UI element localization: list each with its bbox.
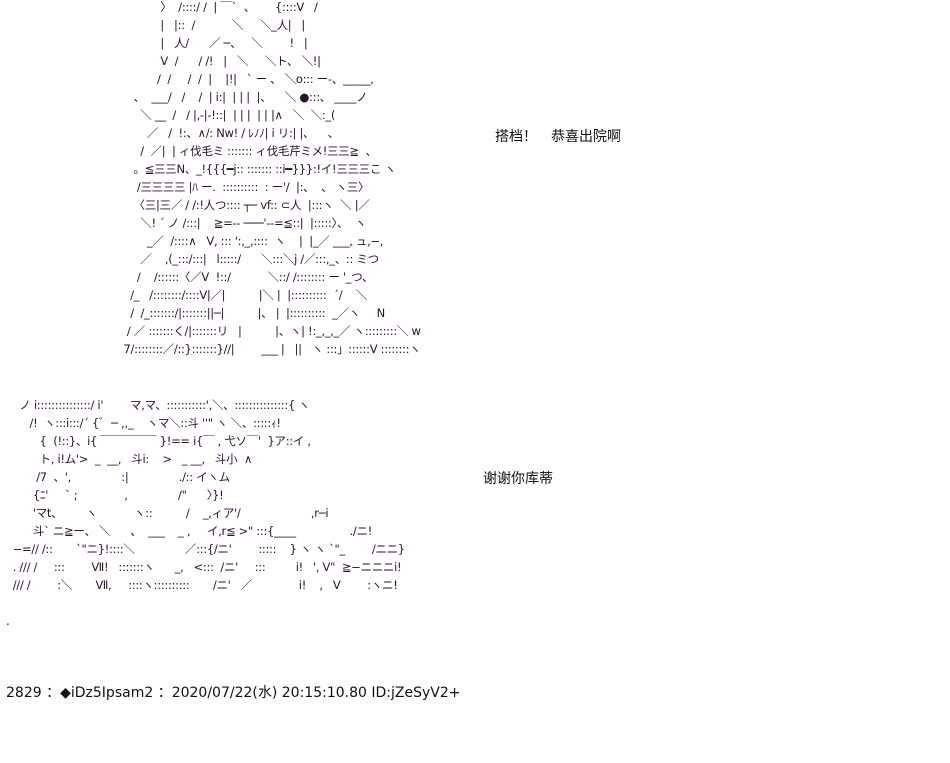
post-number[interactable]: 2829 (6, 685, 42, 701)
art-line: −=// /:: `"ニ}!::::＼ ／:::{/ニ' ::::: } ヽ ヽ… (6, 542, 405, 556)
art-line: ト, i!ム'> _ __, 斗i: > _ __, 斗小 ∧ (6, 452, 253, 466)
speech-top: 搭档！ 恭喜出院啊 (495, 129, 621, 145)
art-line: ノ i:::::::::::::::/ i' マ,マ、:::::::::::',… (6, 398, 310, 412)
art-line: /// / :＼ Ⅶ, ::::ヽ:::::::::: /ニ' ／ i! , V… (6, 578, 398, 592)
art-line: 7/::::::::／/::}:::::::}//| ___ | || ヽ ::… (100, 342, 421, 356)
art-line: _／ /::::∧ V, ::: ':,_,:::: ヽ | |_／ ___, … (100, 234, 384, 248)
art-line: 。≦三三N、_!{{{━j:: ::::::: ::i━}}}:!イ!三三三こ … (100, 162, 396, 176)
art-line: 〉 /::::/ / | ￣` 、 {::::V / (100, 0, 318, 14)
art-line: ／ / !:、∧/: Nw! / ﾚﾉﾉ| i リ:| |、 、 (100, 126, 339, 140)
art-line: {ﾆ' ` ; , /" 〉}! (6, 488, 224, 502)
art-line: / ／ :::::::く/|:::::::リ | |、ヽ| !:_,_,_／ ヽ… (100, 324, 421, 338)
separator: ： (46, 685, 61, 701)
art-line: V / / /! | ＼ ＼ト、 ＼!| (100, 54, 321, 68)
trip-code: iDz5Ipsam2 (70, 685, 154, 701)
art-line: /! ヽ:::i:::/´ {ﾞ ─ ,,_ ヽマ＼::斗 ''" ヽ ＼、::… (6, 416, 281, 430)
art-line: ＼ __ / / |,-|-!::| | | | | | |∧ ＼ ＼:_( (100, 108, 336, 122)
poster-id: ID:jZeSyV2+ (371, 685, 461, 701)
art-line: / /::::::〈／V !::/ ＼::/ /:::::::: ー '_つ、 (100, 270, 374, 284)
art-line: | 人/ ／ ─、 ＼ ! | (100, 36, 308, 50)
art-line: 'マt、 ヽ ヽ:: / _,ィア'/ ,r─i (6, 506, 329, 520)
separator: ： (157, 685, 172, 701)
post-footer: 2829 ：◆iDz5Ipsam2 ：2020/07/22(水) 20:15:1… (6, 682, 460, 702)
art-line: / / / / | |!| ` ー 、 ＼o::: ー-、_____, (100, 72, 374, 86)
art-line: / /_:::::::/|:::::::||─| |、 | |:::::::::… (100, 306, 385, 320)
art-line: 斗` ニ≧ー、 ＼ 、 ___ _ , イ,r≦ >" :::{____ ./ニ… (6, 524, 373, 538)
art-line: 〈三|三／ / /:!人つ:::: ┬─ vf:: ⊂人 |:::ヽ ＼ |／ (100, 198, 370, 212)
art-line: . /// / ::: Ⅶ! :::::::ヽ _, <::: /ニ' ::: … (6, 560, 402, 574)
art-line: ＼! ´ ノ /:::| ≧=-- ───'--=≦::| |:::::〉、 ヽ (100, 216, 367, 230)
art-line: /_ /::::::::/::::V|／| |＼ | |:::::::::: ´… (100, 288, 367, 302)
post-datetime: 2020/07/22(水) 20:15:10.80 (171, 685, 367, 701)
ascii-art-bottom: ノ i:::::::::::::::/ i' マ,マ、:::::::::::',… (6, 396, 405, 594)
art-line: 、 ___/ / / | i:| | | | |、 ＼ ●:::、 ____ノ (100, 90, 368, 104)
art-line: /三三三三 |ﾊ ー. :::::::::: : ー'/ |:、 、 ヽ三〉 (100, 180, 370, 194)
art-line: ／ ,(_:::/:::| l:::::/ ＼:::＼j /／:::,_、:: … (100, 252, 379, 266)
art-line: / ／| | ィ伐毛ミ ::::::: ィ伐毛芹ミメ!三三≧ 、 (100, 144, 377, 158)
trip-diamond-icon: ◆ (60, 685, 71, 701)
art-line: /7 、', :| ./:: イヽム (6, 470, 230, 484)
speech-bottom: 谢谢你库蒂 (483, 471, 553, 487)
trailing-dot: . (6, 614, 10, 628)
art-line: { (!::}、i{ ￣￣￣￣￣ }!== i{￣ , 弋ソ￣' }ア::イ , (6, 434, 312, 448)
art-line: | |:: / ＼ ＼_人| | (100, 18, 306, 32)
ascii-art-top: 〉 /::::/ / | ￣` 、 {::::V / | |:: / ＼ ＼_人… (100, 0, 421, 358)
